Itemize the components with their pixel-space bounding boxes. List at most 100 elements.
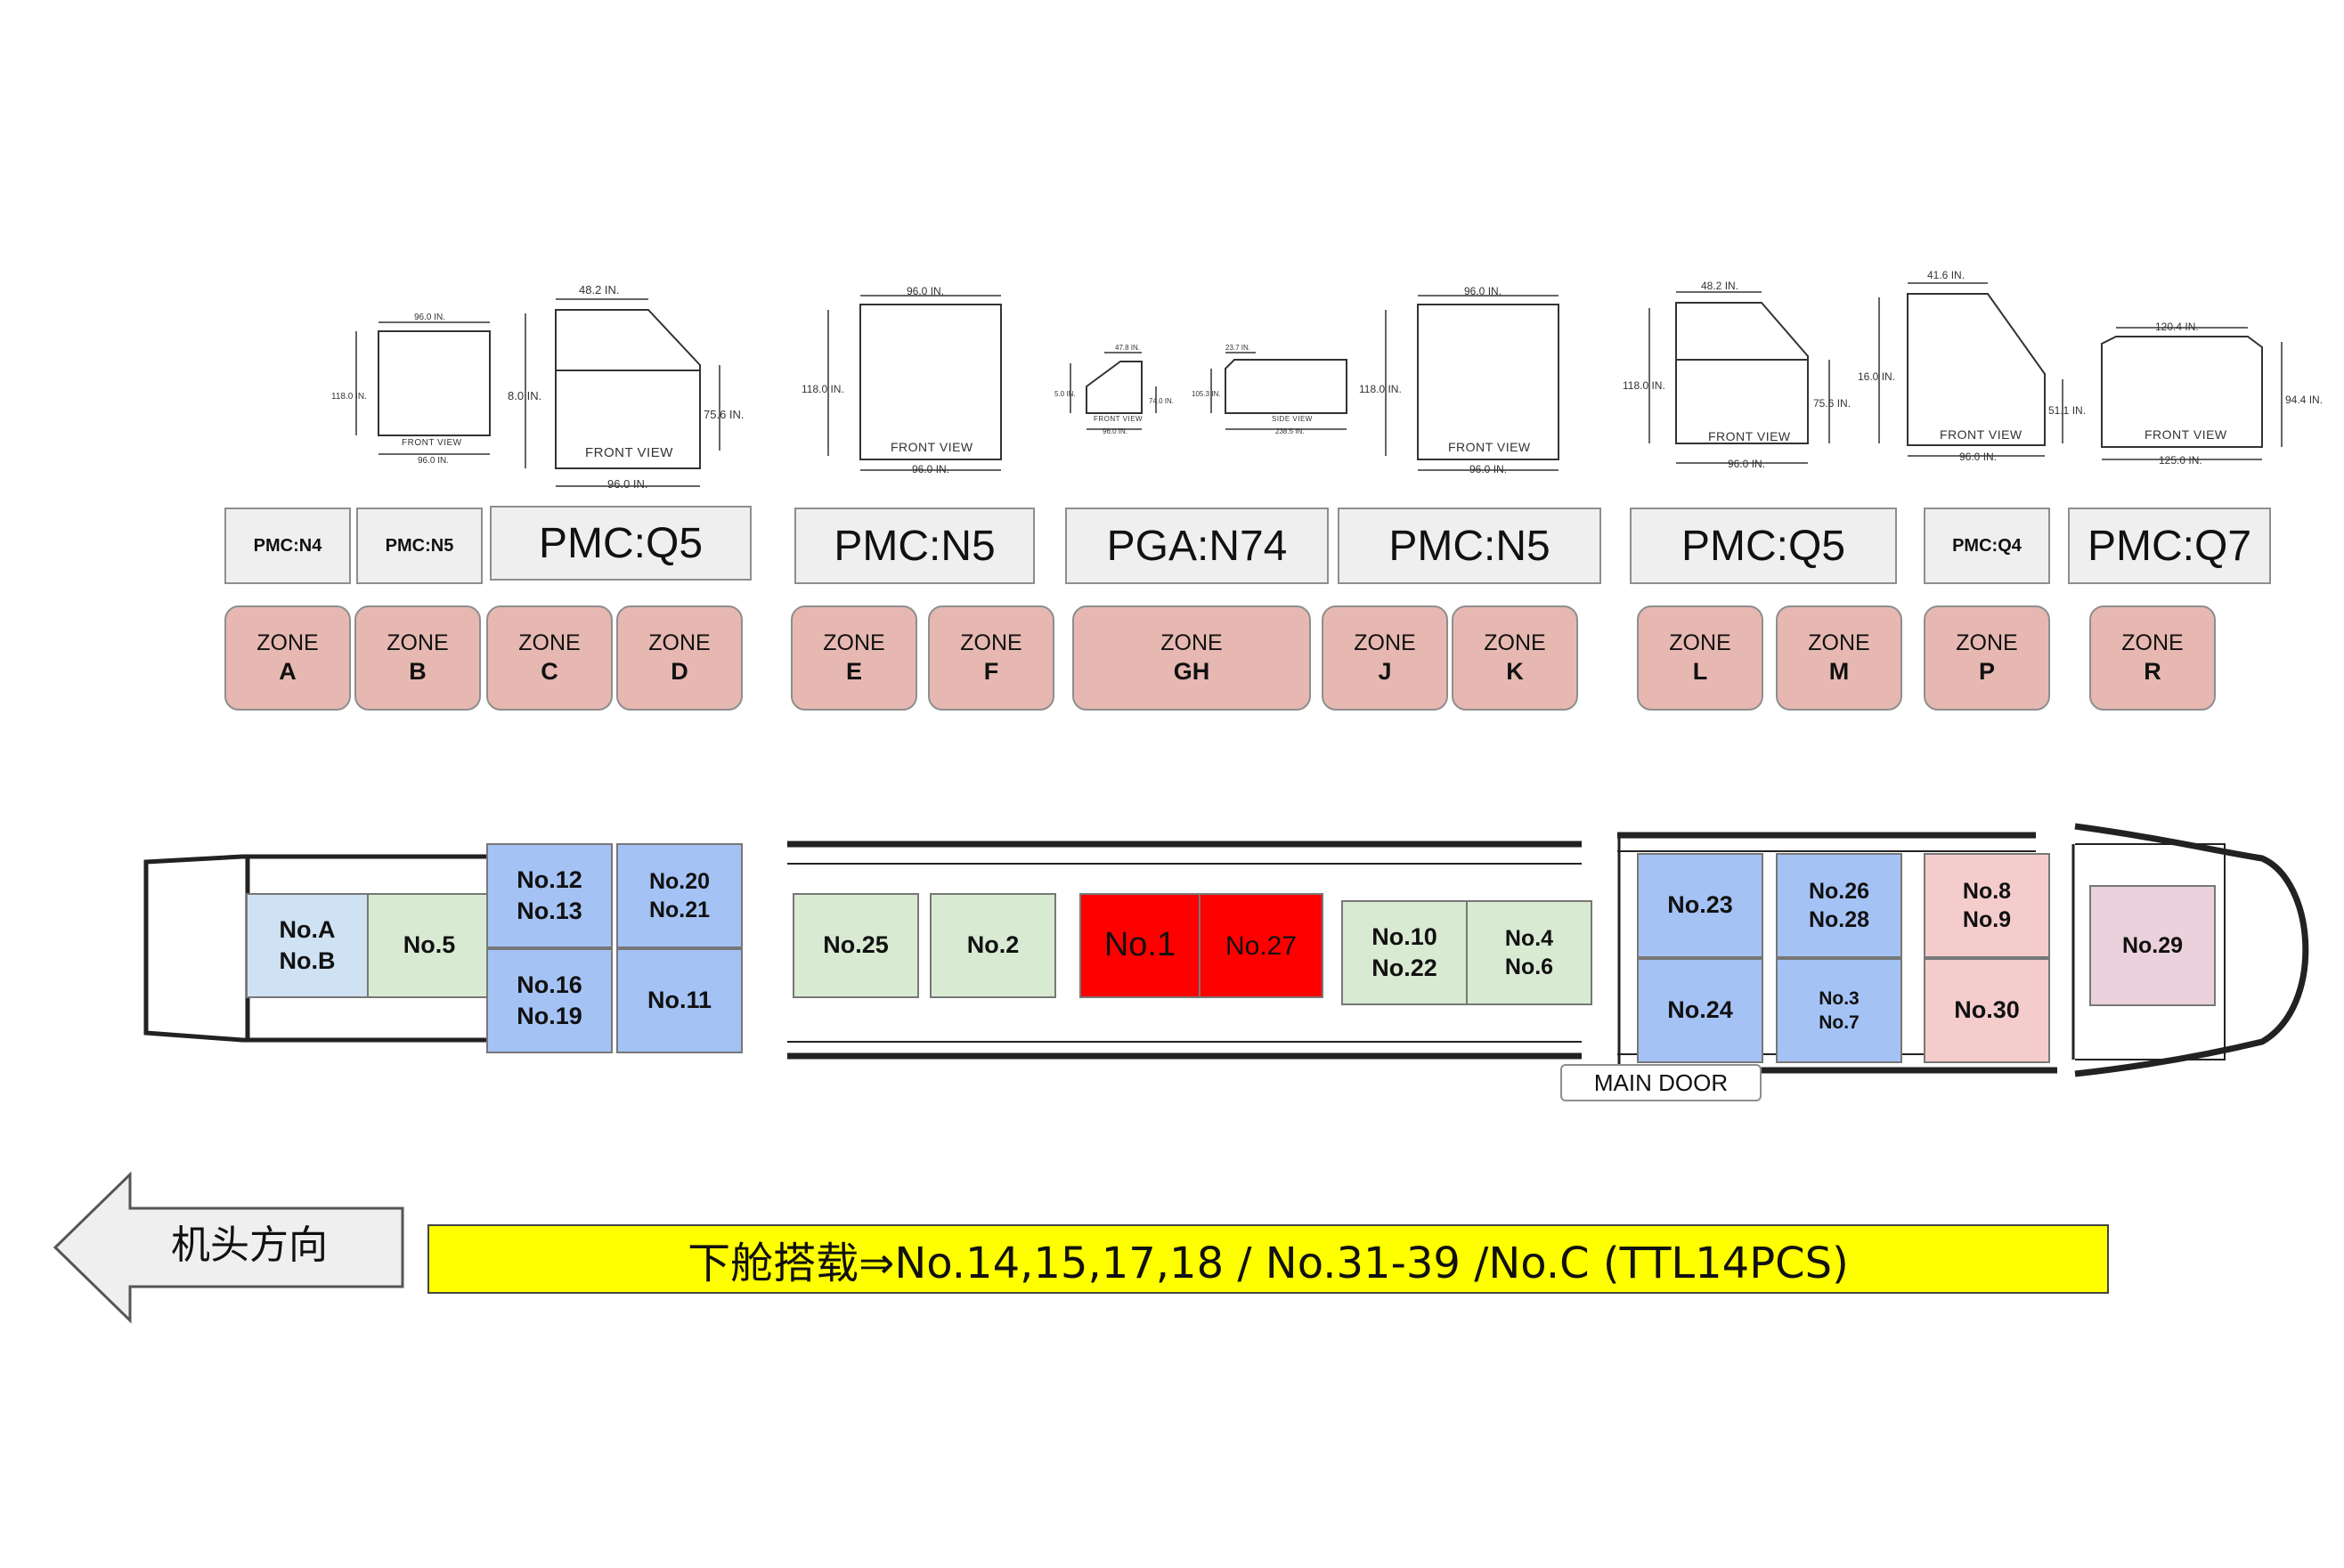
position-25[interactable]: No.25 [793,893,919,998]
dim-right: 94.4 IN. [2285,394,2324,406]
position-label: No.23 [1667,891,1733,919]
position-ab[interactable]: No.A No.B [246,893,369,998]
position-label: No.16 [517,971,582,998]
pmc-label: PGA:N74 [1065,508,1329,584]
dim-left: 16.0 IN. [1858,370,1896,383]
zone-word: ZONE [1956,630,2018,655]
dim-top: 41.6 IN. [1927,269,1966,281]
dim-bottom: 96.0 IN. [1469,463,1508,475]
dim-right: 75.6 IN. [704,408,745,421]
position-label: No.3 [1819,987,1860,1009]
position-label: No.13 [517,898,582,924]
position-26-28[interactable]: No.26 No.28 [1776,853,1902,958]
zone-letter: K [1506,657,1524,685]
dim-caption: FRONT VIEW [2145,427,2227,442]
dim-right: 74.0 IN. [1149,397,1175,405]
zone-letter: P [1978,657,1995,685]
dim-caption: FRONT VIEW [585,445,673,460]
position-label: No.12 [517,865,582,893]
dim-caption: FRONT VIEW [402,438,462,448]
zone-e: ZONE E [791,605,917,711]
dim-bottom: 96.0 IN. [1103,427,1128,435]
zone-m: ZONE M [1776,605,1902,711]
position-4-6[interactable]: No.4 No.6 [1466,900,1592,1005]
position-label: No.22 [1371,955,1437,981]
position-1[interactable]: No.1 [1079,893,1200,998]
position-label: No.28 [1808,907,1870,932]
position-label: No.29 [2121,932,2184,958]
zone-letter: B [409,657,427,685]
dim-bottom: 238.5 IN. [1275,427,1305,435]
pmc-label: PMC:Q5 [490,506,752,581]
zone-a: ZONE A [224,605,351,711]
zone-letter: L [1692,657,1708,685]
dim-left: 105.3 IN. [1192,390,1221,398]
dim-bottom: 125.0 IN. [2159,454,2202,467]
position-label: No.2 [966,931,1020,959]
zone-d: ZONE D [616,605,743,711]
dim-bottom: 96.0 IN. [607,477,648,491]
dim-bottom: 96.0 IN. [912,463,950,475]
dim-top: 23.7 IN. [1225,344,1251,352]
zone-letter: D [671,657,688,685]
dim-left: 118.0 IN. [1359,383,1402,395]
dim-caption: FRONT VIEW [1940,427,2023,442]
position-10-22[interactable]: No.10 No.22 [1341,900,1468,1005]
dim-right: 51.1 IN. [2048,404,2087,417]
position-23[interactable]: No.23 [1637,853,1763,958]
dim-right: 75.6 IN. [1813,397,1852,410]
zone-word: ZONE [1354,630,1416,655]
pmc-label: PMC:N4 [224,508,351,584]
position-label: No.26 [1808,878,1870,904]
position-24[interactable]: No.24 [1637,958,1763,1063]
position-label: No.30 [1954,996,2020,1024]
dim-width-bottom: 96.0 IN. [418,456,450,466]
dim-left: 118.0 IN. [802,383,844,395]
zone-letter: R [2144,657,2161,685]
dim-left: 8.0 IN. [508,389,542,402]
position-30[interactable]: No.30 [1924,958,2050,1063]
position-label: No.6 [1504,955,1554,979]
position-16-19[interactable]: No.16 No.19 [486,948,613,1053]
zone-letter: E [845,657,862,685]
position-label: No.A [279,915,336,943]
zone-word: ZONE [1669,630,1731,655]
position-label: No.5 [403,931,456,959]
zone-letter: J [1378,657,1392,685]
pmc-label: PMC:Q7 [2068,508,2271,584]
zone-l: ZONE L [1637,605,1763,711]
position-27[interactable]: No.27 [1199,893,1323,998]
pmc-label: PMC:N5 [1338,508,1601,584]
dim-caption: FRONT VIEW [1094,415,1144,423]
pmc-label: PMC:N5 [356,508,483,584]
position-label: No.10 [1371,922,1437,950]
zone-word: ZONE [823,630,885,655]
zone-letter: C [541,657,558,685]
position-5[interactable]: No.5 [367,893,492,998]
pmc-label: PMC:N5 [794,508,1035,584]
position-8-9[interactable]: No.8 No.9 [1924,853,2050,958]
position-label: No.9 [1962,907,2012,932]
dim-bottom: 96.0 IN. [1728,458,1766,470]
dim-top: 96.0 IN. [1464,285,1502,297]
position-label: No.11 [647,987,712,1014]
zone-letter: M [1828,657,1850,685]
position-2[interactable]: No.2 [930,893,1056,998]
position-label: No.20 [648,868,711,894]
position-12-13[interactable]: No.12 No.13 [486,843,613,948]
dim-top: 48.2 IN. [1701,280,1739,292]
direction-arrow-icon [53,1171,404,1324]
zone-word: ZONE [2121,630,2184,655]
position-label: No.7 [1819,1012,1860,1033]
dim-top: 47.8 IN. [1115,344,1141,352]
zone-letter: A [279,657,297,685]
position-20-21[interactable]: No.20 No.21 [616,843,743,948]
zone-f: ZONE F [928,605,1054,711]
zone-j: ZONE J [1322,605,1448,711]
position-3-7[interactable]: No.3 No.7 [1776,958,1902,1063]
zone-word: ZONE [256,630,319,655]
dim-caption: SIDE VIEW [1272,415,1313,423]
position-11[interactable]: No.11 [616,948,743,1053]
zone-word: ZONE [1484,630,1546,655]
position-29[interactable]: No.29 [2089,885,2216,1006]
